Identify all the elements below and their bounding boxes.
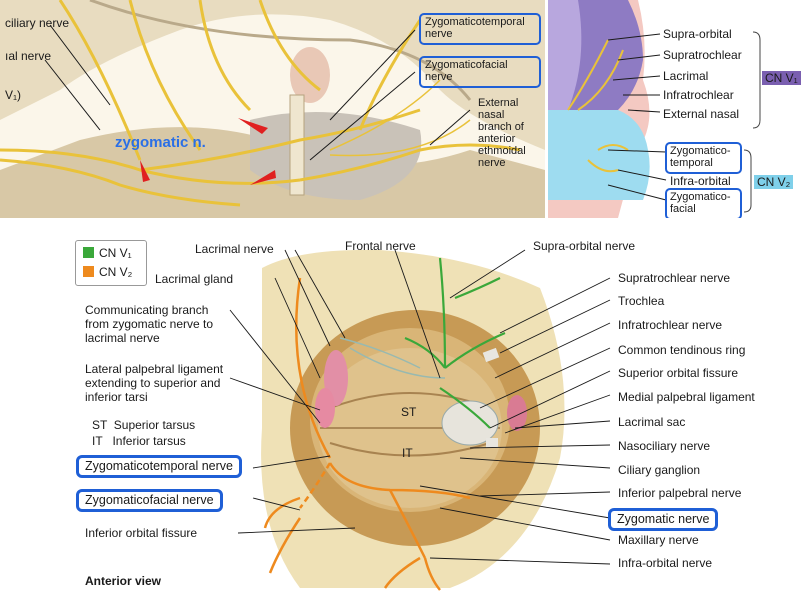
label-nasociliary-nerve: Nasociliary nerve	[618, 439, 711, 453]
label-lacrimal-nerve: Lacrimal nerve	[195, 242, 274, 256]
top-right-illustration: Supra-orbital Supratrochlear Lacrimal In…	[548, 0, 805, 218]
label-v1-partial: V₁)	[5, 88, 22, 102]
label-supra-orbital-nerve: Supra-orbital nerve	[533, 239, 636, 253]
label-superior-orbital-fissure: Superior orbital fissure	[618, 366, 739, 380]
highlight-zygomatic-nerve: Zygomatic nerve	[608, 508, 719, 531]
highlight-zygomaticotemporal-face	[665, 142, 742, 174]
highlight-zygomaticofacial-nerve: Zygomaticofacial nerve	[76, 489, 223, 512]
label-supratrochlear-nerve: Supratrochlear nerve	[618, 271, 731, 285]
label-trochlea: Trochlea	[618, 294, 665, 308]
label-zygomaticotemporal-top: Zygomaticotemporal nerve	[425, 16, 525, 40]
label-zygomatic-n: zygomatic n.	[115, 134, 206, 151]
label-external-nasal: External nasal	[663, 107, 740, 121]
label-inferior-orbital-fissure: Inferior orbital fissure	[85, 526, 198, 540]
label-common-tendinous-ring: Common tendinous ring	[618, 343, 746, 357]
label-inferior-palpebral-nerve: Inferior palpebral nerve	[618, 486, 742, 500]
label-infratrochlear: Infratrochlear	[663, 88, 734, 102]
label-cn-v2-badge: CN V₂	[754, 175, 794, 189]
highlight-zygomaticotemporal-nerve: Zygomaticotemporal nerve	[76, 455, 242, 478]
label-lacrimal-sac: Lacrimal sac	[618, 415, 686, 429]
label-lacrimal: Lacrimal	[663, 69, 709, 83]
label-frontal-nerve: Frontal nerve	[345, 239, 416, 253]
orbit-anterior-drawing	[0, 228, 805, 593]
label-it: IT	[402, 446, 413, 460]
label-lateral-palpebral: Lateral palpebral ligament extending to …	[85, 362, 224, 404]
label-zygomaticofacial-face: Zygomatico-facial	[670, 191, 731, 215]
label-medial-palpebral-ligament: Medial palpebral ligament	[618, 390, 755, 404]
label-lacrimal-gland: Lacrimal gland	[155, 272, 234, 286]
label-infratrochlear-nerve: Infratrochlear nerve	[618, 318, 723, 332]
label-supra-orbital: Supra-orbital	[663, 27, 732, 41]
green-swatch-icon	[83, 247, 94, 258]
legend-item-cn-v2: CN V₂	[83, 265, 132, 279]
label-zygomaticotemporal-face: Zygomatico-temporal	[670, 145, 731, 169]
label-zygomaticofacial-top: Zygomaticofacial nerve	[425, 59, 508, 83]
legend-box: CN V₁ CN V₂	[75, 240, 147, 286]
legend-item-cn-v1: CN V₁	[83, 246, 132, 260]
label-maxillary-nerve: Maxillary nerve	[618, 533, 699, 547]
label-ciliary-ganglion: Ciliary ganglion	[618, 463, 701, 477]
label-ciliary-nerve: ciliary nerve	[5, 16, 70, 30]
label-external-nasal-branch: External nasal branch of anterior ethmoi…	[478, 97, 526, 169]
label-st-definition: ST Superior tarsus	[92, 418, 196, 432]
bottom-illustration: CN V₁ CN V₂ Lacrimal nerve Lacrimal glan…	[0, 228, 805, 593]
skull-lateral-drawing	[0, 0, 545, 218]
highlight-zygomaticofacial-top	[419, 56, 541, 88]
highlight-zygomaticofacial-face	[665, 188, 742, 218]
orange-swatch-icon	[83, 266, 94, 277]
label-cn-v1-badge: CN V₁	[762, 71, 801, 85]
top-left-illustration: ciliary nerve ıal nerve V₁) zygomatic n.…	[0, 0, 545, 218]
label-communicating-branch: Communicating branch from zygomatic nerv…	[85, 303, 214, 345]
highlight-zygomaticotemporal-top	[419, 13, 541, 45]
label-it-definition: IT Inferior tarsus	[92, 434, 186, 448]
label-lacrimal-nerve-partial: ıal nerve	[5, 49, 52, 63]
label-anterior-view: Anterior view	[85, 574, 162, 588]
label-infra-orbital: Infra-orbital	[670, 174, 731, 188]
label-st: ST	[401, 405, 417, 419]
label-infra-orbital-nerve: Infra-orbital nerve	[618, 556, 713, 570]
label-supratrochlear: Supratrochlear	[663, 48, 742, 62]
